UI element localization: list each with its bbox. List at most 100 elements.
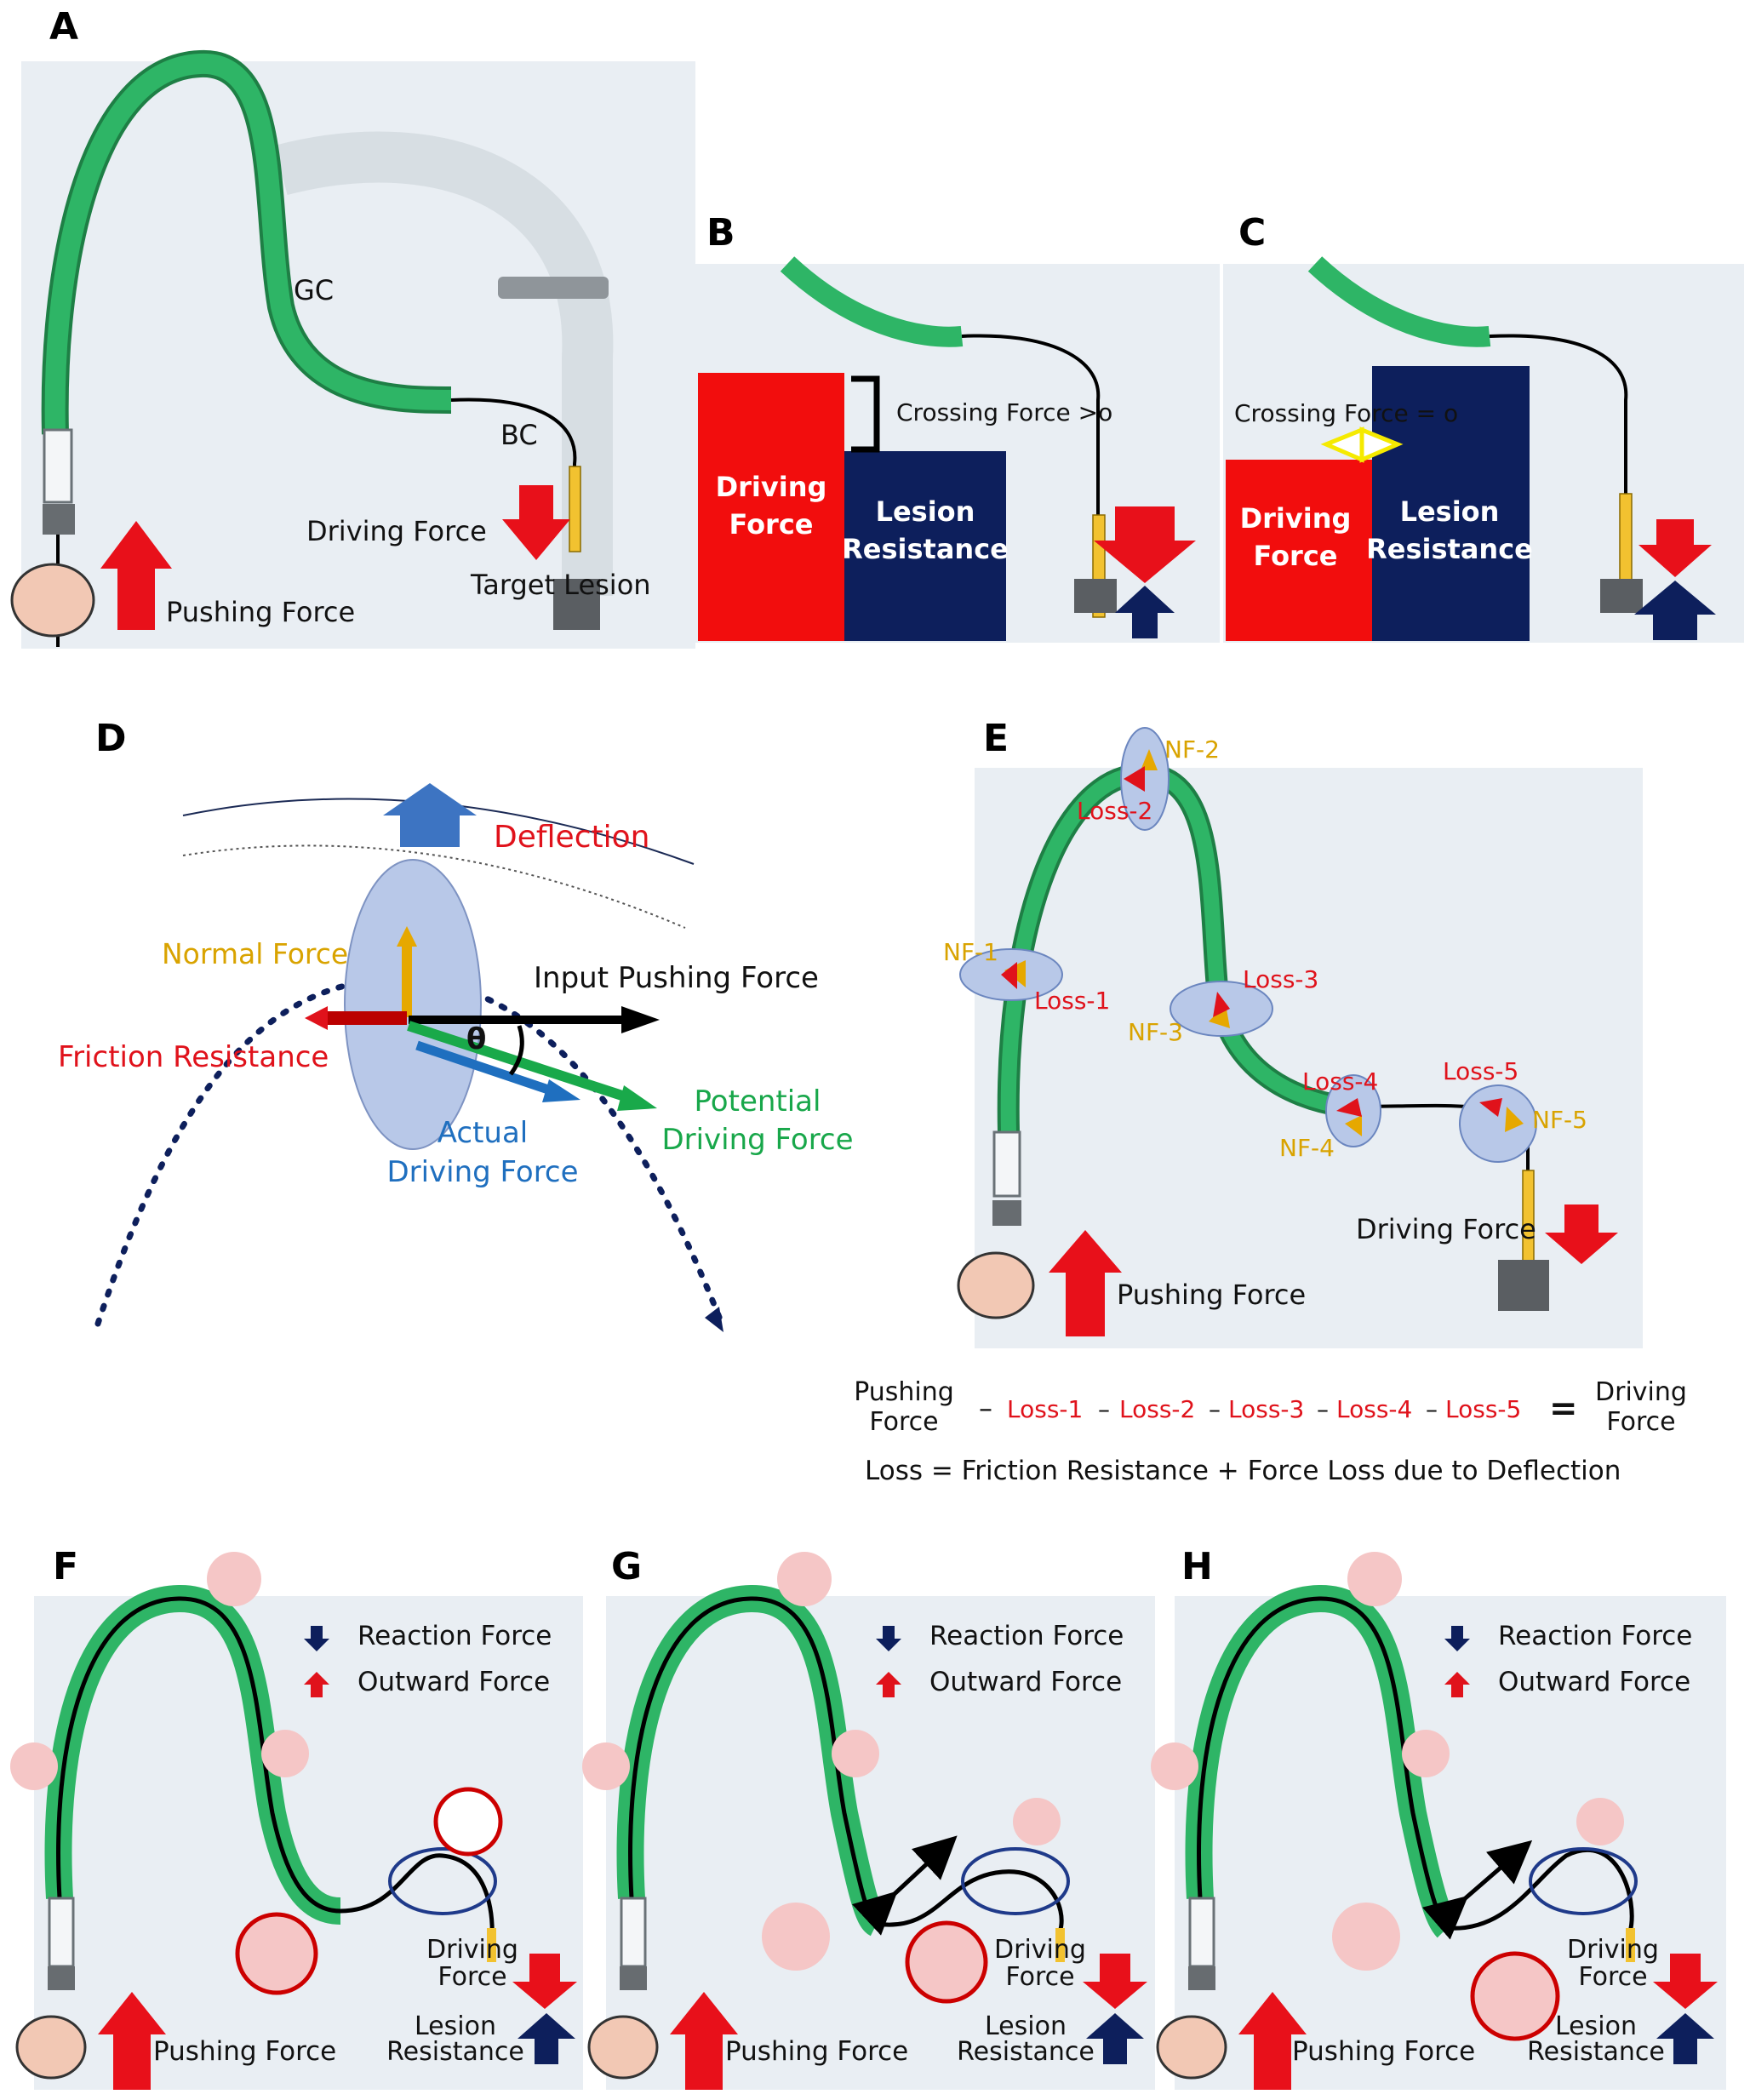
loss-definition: Loss = Friction Resistance + Force Loss … <box>865 1456 1621 1486</box>
eq-driving-2: Force <box>1606 1407 1675 1437</box>
lesion-marker-h <box>1626 1928 1635 1962</box>
reaction-force-label-h: Reaction Force <box>1498 1621 1692 1651</box>
reaction-force-label-g: Reaction Force <box>929 1621 1124 1651</box>
lesion-resistance-bar-c <box>1372 366 1530 641</box>
force-pair-g-top <box>777 1552 832 1606</box>
loss5-label: Loss-5 <box>1443 1057 1518 1085</box>
driving-force-bar-c <box>1226 460 1372 641</box>
lesion-label-g-1: Lesion <box>985 2011 1067 2041</box>
balloon-catheter-f <box>56 1596 495 1958</box>
eq-loss-4: Loss-4 <box>1336 1395 1412 1423</box>
eq-minus-5: – <box>1426 1395 1438 1423</box>
driving-force-arrow-h <box>1653 1954 1718 2009</box>
pushing-force-label-g: Pushing Force <box>725 2036 908 2067</box>
lesion-resistance-arrow-c <box>1634 581 1716 640</box>
panel-g: G Reaction Force Outward Force Driving F… <box>582 1545 1155 2090</box>
lesion-resistance-arrow-f <box>518 2013 575 2064</box>
driving-force-label-a: Driving Force <box>306 515 487 547</box>
driving-label-f-1: Driving <box>426 1935 518 1965</box>
nf3-label: NF-3 <box>1128 1018 1183 1046</box>
driving-label-c-1: Driving <box>1240 502 1352 535</box>
deflection-arrow <box>383 783 477 847</box>
path-arrowhead <box>705 1307 723 1332</box>
guiding-catheter-e-fill <box>1000 766 1347 1133</box>
outward-force-icon-h <box>1444 1672 1470 1697</box>
panel-letter-a: A <box>49 5 78 49</box>
driving-label-f-2: Force <box>438 1962 506 1992</box>
crossing-force-label-c: Crossing Force = o <box>1234 399 1458 427</box>
force-pair-f-loop <box>433 1787 503 1857</box>
pushing-force-label-h: Pushing Force <box>1292 2036 1475 2067</box>
y-connector-e <box>992 1130 1021 1198</box>
panel-f: F Reaction Force Outward Force Driving F… <box>10 1545 583 2090</box>
driving-force-arrow-c <box>1638 519 1712 577</box>
panel-b: B Crossing Force >o Driving Force Lesion… <box>694 211 1220 643</box>
outward-force-icon-f <box>304 1672 329 1697</box>
outward-force-icon-g <box>876 1672 901 1697</box>
y-connector-f <box>48 1897 75 1968</box>
eq-loss-5: Loss-5 <box>1445 1395 1521 1423</box>
force-pair-h-top <box>1347 1552 1402 1606</box>
pushing-force-label-a: Pushing Force <box>166 596 355 628</box>
force-pair-h-bottom <box>1470 1951 1560 2041</box>
driving-label-c-2: Force <box>1254 540 1338 572</box>
hand-icon-h <box>1156 2015 1227 2080</box>
balloon-catheter-g <box>628 1596 1064 1958</box>
eq-minus-3: – <box>1209 1395 1221 1423</box>
contact-point-4 <box>1325 1074 1381 1147</box>
force-pair-f-left <box>10 1742 58 1790</box>
balance-bowtie-right <box>1359 426 1404 463</box>
loss1-label: Loss-1 <box>1034 987 1110 1015</box>
driving-label-h-2: Force <box>1578 1962 1647 1992</box>
outward-force-label-g: Outward Force <box>929 1667 1122 1697</box>
panel-letter-d: D <box>95 717 127 760</box>
contact-ellipse-d <box>344 859 482 1150</box>
lesion-label-b-1: Lesion <box>876 495 975 528</box>
lesion-label-f-1: Lesion <box>415 2011 496 2041</box>
lesion-marker-g <box>1055 1928 1065 1962</box>
eq-pushing-1: Pushing <box>854 1377 954 1407</box>
loss4-label: Loss-4 <box>1302 1067 1378 1096</box>
input-pushing-force-label: Input Pushing Force <box>534 961 819 995</box>
eq-loss-2: Loss-2 <box>1119 1395 1195 1423</box>
normal-force-head <box>397 926 417 947</box>
deflection-label: Deflection <box>494 820 649 855</box>
driving-force-arrow-b <box>1094 506 1196 583</box>
loss-equation: Pushing Force – Loss-1 – Loss-2 – Loss-3… <box>854 1377 1687 1486</box>
nf5-label: NF-5 <box>1532 1106 1587 1134</box>
hub-a <box>43 504 75 535</box>
guiding-catheter-c <box>1307 256 1491 347</box>
potential-label-2: Driving Force <box>661 1123 853 1157</box>
balloon-catheter-c <box>1489 334 1628 587</box>
force-pair-g-loop <box>1013 1798 1061 1845</box>
eq-loss-3: Loss-3 <box>1228 1395 1304 1423</box>
panel-h: H Reaction Force Outward Force Driving F… <box>1151 1545 1726 2090</box>
force-pair-f-mid <box>261 1730 309 1777</box>
force-pair-h-left <box>1151 1742 1198 1790</box>
guiding-catheter-b <box>780 256 964 347</box>
driving-force-bar-b <box>698 373 844 641</box>
force-pair-g-bottom <box>905 1920 988 2004</box>
pushing-force-arrow-f <box>98 1992 166 2090</box>
lesion-marker-f <box>487 1928 496 1962</box>
panel-letter-g: G <box>611 1545 642 1588</box>
lesion-label-f-2: Resistance <box>386 2037 524 2067</box>
gc-label: GC <box>294 274 334 306</box>
loop-ellipse-f <box>388 1847 497 1915</box>
force-pair-f-top <box>207 1552 261 1606</box>
lesion-holder-e <box>1498 1260 1549 1311</box>
eq-loss-1: Loss-1 <box>1007 1395 1083 1423</box>
actual-label-2: Driving Force <box>386 1155 578 1189</box>
panel-e: E <box>943 717 1643 1348</box>
panel-a: A GC BC Driving Force Target Lesion Push… <box>10 5 695 649</box>
nf1-label: NF-1 <box>943 938 998 966</box>
lesion-resistance-bar-b <box>844 451 1006 641</box>
hand-icon-g <box>587 2015 659 2080</box>
hand-icon-f <box>15 2015 87 2080</box>
lesion-label-h-2: Resistance <box>1527 2037 1665 2067</box>
crossing-force-label-b: Crossing Force >o <box>896 398 1112 426</box>
driving-force-arrow-a <box>502 485 570 560</box>
lesion-holder-b <box>1074 579 1117 613</box>
theta-label: θ <box>466 1022 486 1056</box>
